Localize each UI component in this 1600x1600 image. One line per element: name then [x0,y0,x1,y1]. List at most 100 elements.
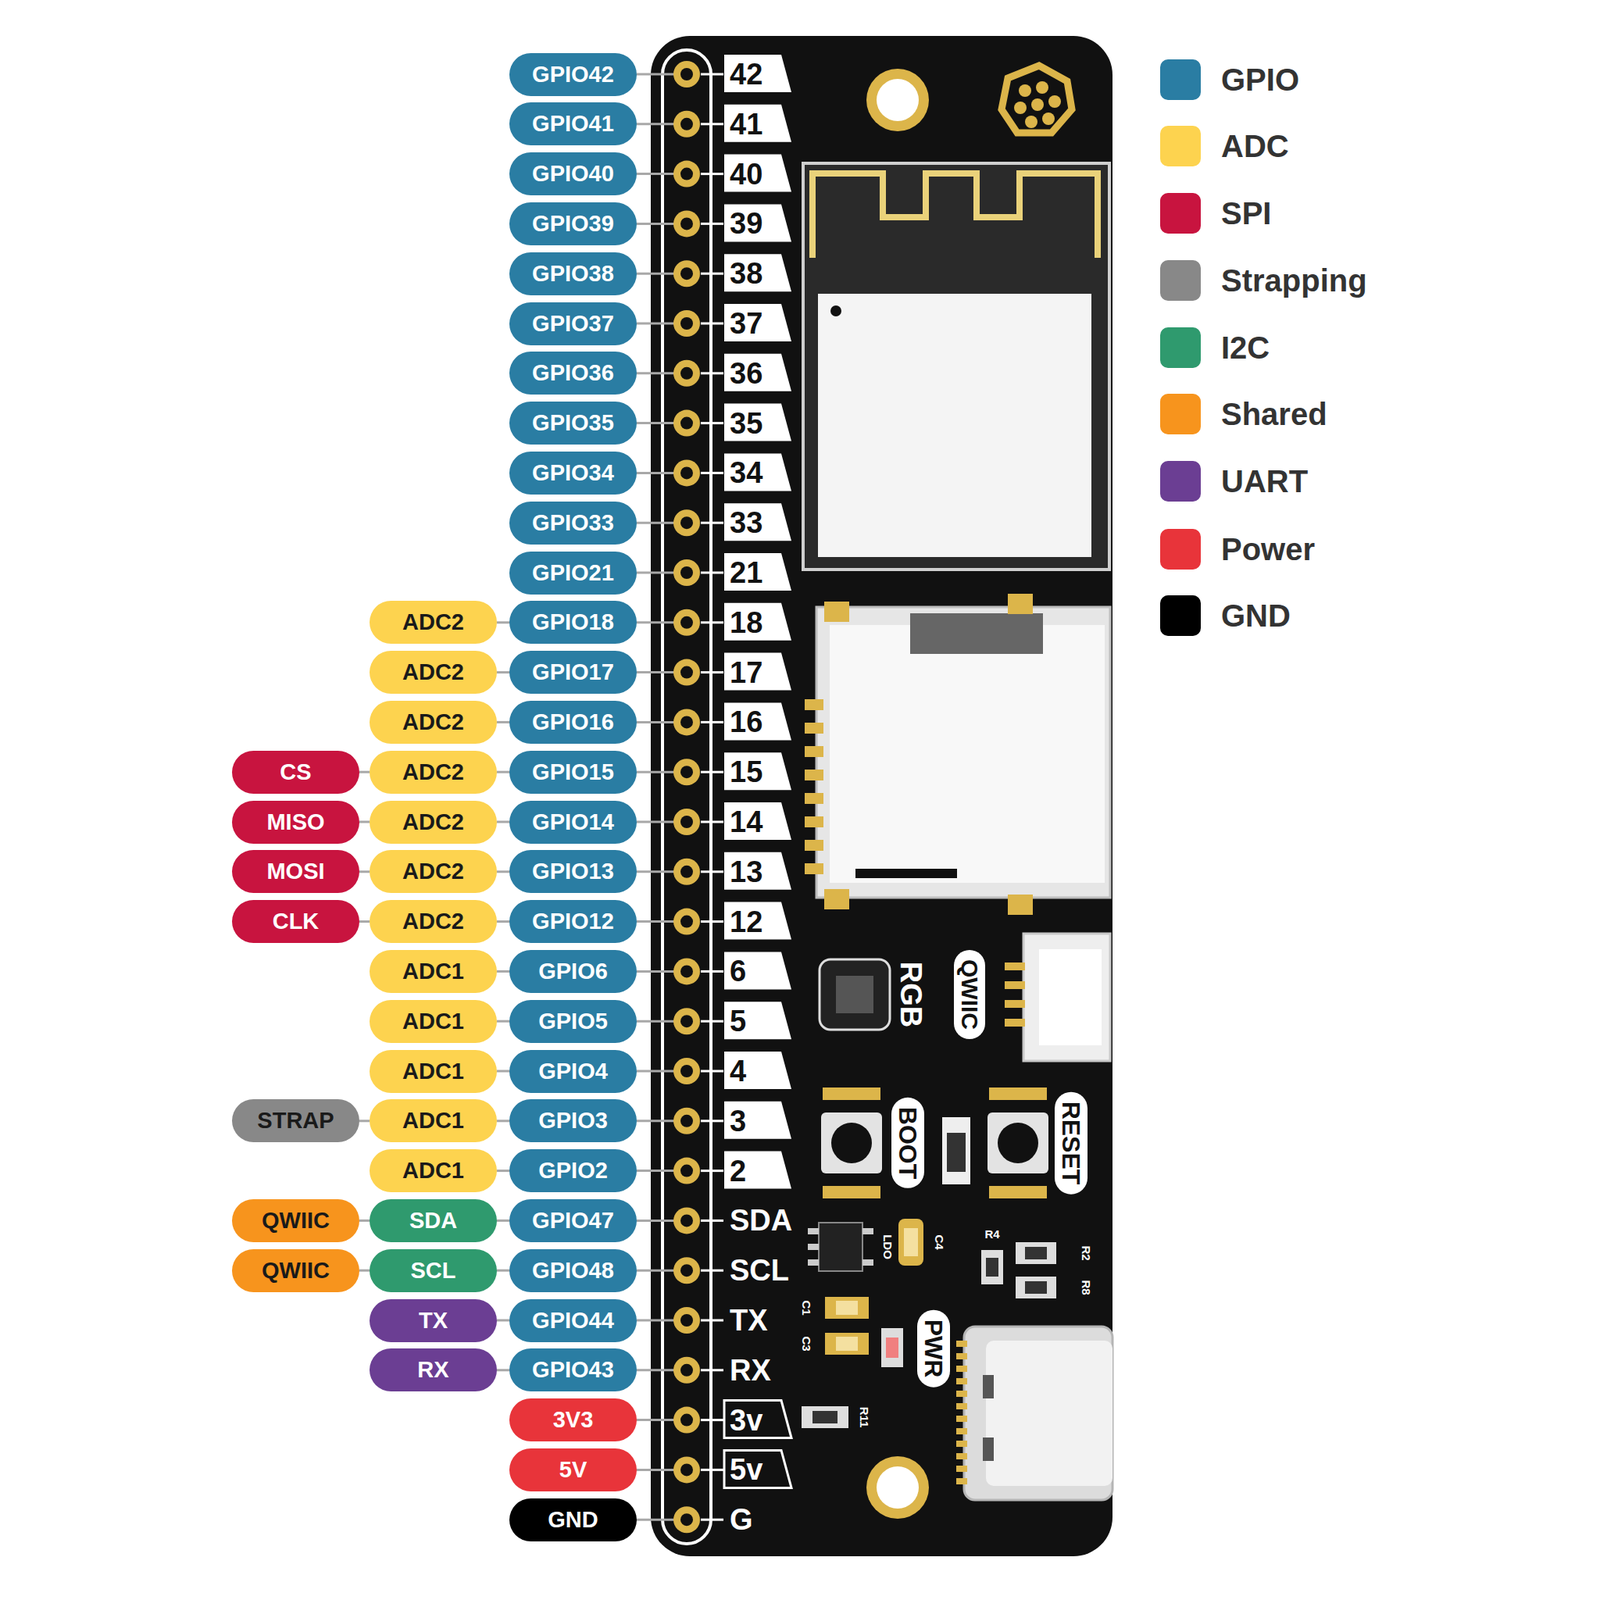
pin-label-pill: GPIO12 [509,900,637,943]
usb-c-port [982,1375,994,1399]
pin-label-text: STRAP [257,1109,334,1133]
header-pin [680,666,693,679]
pin-label-pill: GPIO37 [509,302,637,346]
header-pin [673,1357,700,1384]
sd-card-slot [829,625,1105,883]
connector-line [359,821,370,824]
pin-label-pill: QWIIC [232,1249,360,1293]
pin-label-text: GPIO6 [538,960,608,983]
header-pin [700,1368,724,1372]
pin-number: 12 [729,907,763,937]
header-pin [673,509,700,536]
pin-label-pill: GPIO34 [509,451,637,495]
connector-line [359,771,370,774]
header-pin [673,559,700,586]
usb-c-port [956,1415,968,1422]
push-button [989,1087,1047,1100]
silkscreen-label: R4 [984,1227,1000,1242]
connector-line [496,621,510,624]
pin-label-text: GPIO15 [532,760,615,784]
pin-number-text: 34 [729,457,763,488]
pin-label-pill: GPIO44 [509,1299,637,1343]
diode [946,1132,966,1172]
header-pin [700,721,724,724]
header-pin [680,566,693,579]
header-pin [636,421,675,425]
usb-c-port [985,1340,1113,1486]
pin-label-text: GPIO16 [532,710,615,734]
pin-number-text: 21 [729,557,763,588]
pin-label-text: GPIO35 [532,411,615,435]
usb-c-port [956,1378,968,1385]
header-pin [680,1463,693,1476]
header-pin [724,1101,792,1140]
pin-number: 6 [729,956,747,986]
pin-number-text: RX [729,1355,772,1386]
pin-label-text: GPIO14 [532,810,615,834]
silkscreen-text: C3 [800,1335,813,1351]
header-pin [700,1020,724,1023]
pin-label-text: MOSI [266,860,325,883]
pin-label-text: ADC2 [402,910,465,933]
silkscreen-text: QWIIC [953,950,986,1040]
header-pin [636,1070,675,1073]
push-button [822,1185,881,1199]
pin-label-pill: MISO [232,800,360,844]
pin-number: 42 [729,59,763,90]
connector-line [496,1368,510,1372]
header-pin [673,1107,700,1135]
smd-component [1025,1281,1047,1294]
header-pin [724,1151,792,1190]
smd-component [1015,1242,1057,1265]
header-pin [700,1319,724,1322]
smd-component [1025,1246,1047,1260]
pin-label-text: QWIIC [261,1209,330,1233]
silkscreen-text: LDO [882,1234,894,1260]
header-pin [700,671,724,674]
header-pin [680,616,693,629]
header-pin [700,1169,724,1172]
pin-number-text: 5v [729,1454,763,1485]
header-pin [700,621,724,624]
pin-label-text: GPIO17 [532,660,615,684]
header-pin [724,303,792,342]
pin-number-text: 18 [729,607,763,638]
header-pin [673,659,700,686]
pin-label-text: ADC2 [402,860,465,883]
pin-number: 3 [729,1106,747,1136]
header-pin [680,417,693,430]
pin-label-text: GPIO36 [532,361,615,385]
pin-number-text: 3v [729,1405,763,1436]
usb-c-port [964,1326,1113,1500]
pin-number-text: 2 [729,1156,747,1186]
pin-label-pill: GPIO14 [509,800,637,844]
pin-label-pill: GPIO48 [509,1249,637,1293]
smd-component [981,1250,1004,1285]
pin-label-text: 3V3 [553,1408,594,1432]
usb-c-port [956,1340,968,1347]
pin-number-text: 12 [729,907,763,937]
legend-swatch [1160,192,1201,234]
header-pin [636,322,675,325]
pin-label-pill: GPIO17 [509,650,637,694]
logo-mark [1001,65,1072,133]
logo-mark [1018,84,1032,97]
silkscreen-text: RESET [1054,1092,1088,1195]
header-pin [680,1264,693,1277]
pin-number-text: 14 [729,807,763,837]
header-pin [724,403,792,442]
header-pin [680,267,693,280]
pin-number: 2 [729,1156,747,1186]
pin-label-pill: GPIO41 [509,102,637,146]
connector-line [496,1020,510,1023]
pin-label-pill: CS [232,750,360,794]
pin-label-text: CLK [272,910,320,933]
header-pin [680,1064,693,1078]
header-pin [680,117,693,131]
pin-label-pill: ADC2 [369,700,497,744]
silkscreen-label: RESET [1054,1092,1088,1195]
push-button [987,1112,1049,1174]
pin-label-text: GPIO47 [532,1209,615,1233]
wifi-module [803,163,1110,570]
